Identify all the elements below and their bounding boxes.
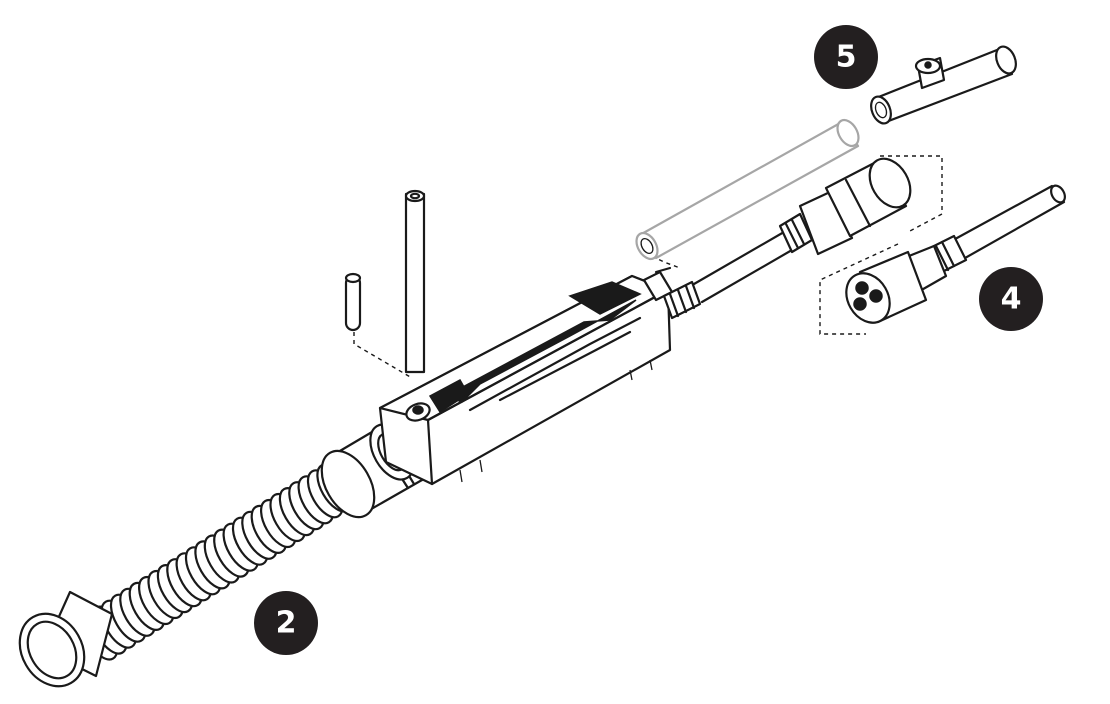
t-fitting (870, 45, 1017, 125)
hose-end-cuff (18, 590, 114, 688)
callout-badge-2: 2 (254, 591, 318, 655)
nozzle-guide-line (651, 255, 681, 269)
callout-label-4: 4 (1001, 282, 1022, 317)
callout-label-5: 5 (836, 40, 857, 75)
callout-badge-5: 5 (814, 25, 878, 89)
lower-connector-guide-box (819, 243, 899, 335)
translucent-tube (635, 118, 860, 261)
pin-guide-line (353, 332, 413, 379)
long-rod (404, 189, 426, 374)
lower-connector (845, 184, 1066, 324)
strain-relief (662, 280, 702, 320)
callout-badge-4: 4 (979, 267, 1043, 331)
main-cable (692, 230, 794, 304)
connector-guide-box (880, 155, 943, 233)
short-pin (344, 272, 362, 332)
corrugated-hose (18, 457, 370, 688)
callout-label-2: 2 (276, 606, 297, 641)
upper-connector (778, 157, 912, 256)
main-unit-housing (378, 274, 672, 486)
